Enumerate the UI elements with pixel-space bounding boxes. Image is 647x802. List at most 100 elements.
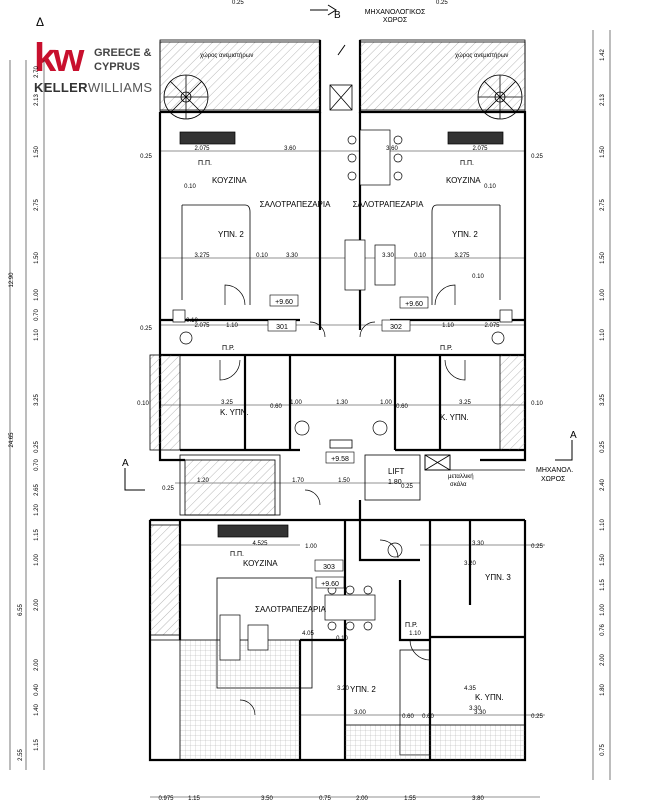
section-a-left-marker: A [122, 458, 129, 469]
dim-inner-12: 0.10 [414, 253, 426, 259]
dim-left-16: 2.00 [34, 659, 40, 671]
dim-inner-2: 3.60 [386, 146, 398, 152]
dim-inner-37: 3.30 [472, 541, 484, 547]
metal-stair-label-2: σκάλα [450, 481, 467, 488]
dim-left-2: 1.50 [34, 146, 40, 158]
dim-inner-17: 2.075 [194, 323, 210, 329]
dim-bottom-1: 0.975 [158, 796, 174, 802]
room-pr-301: Π.Ρ. [222, 345, 235, 352]
room-pp-303: Π.Π. [230, 551, 244, 558]
dim-left-19: 1.15 [34, 739, 40, 751]
dim-right-3: 2.75 [600, 199, 606, 211]
dim-inner-7: 0.10 [484, 184, 496, 190]
unit-302: 302 [390, 324, 402, 331]
dim-left-1: 2.13 [34, 94, 40, 106]
dim-left-17: 0.40 [34, 684, 40, 696]
room-kitchen-302: ΚΟΥΖΙΝΑ [446, 176, 481, 185]
dim-right-1: 2.13 [600, 94, 606, 106]
dim-inner-14: 0.10 [472, 274, 484, 280]
section-a-right-marker: A [570, 430, 577, 441]
room-pr-303: Π.Ρ. [405, 622, 418, 629]
brand-name: KELLERWILLIAMS [34, 80, 152, 95]
room-bedroom3-303: ΥΠΝ. 3 [485, 573, 511, 582]
dim-top-right: 0.25 [436, 0, 448, 6]
mech-room-label-2: ΧΩΡΟΣ [541, 476, 566, 483]
room-pr-302: Π.Ρ. [440, 345, 453, 352]
dim-inner-29: 0.10 [186, 318, 198, 324]
dim-inner-15: 1.10 [226, 323, 238, 329]
room-master-302: Κ. ΥΠΝ. [440, 413, 469, 422]
dim-inner-28: 0.10 [531, 401, 543, 407]
dim-inner-9: 0.10 [256, 253, 268, 259]
dim-left-15: 2.00 [34, 599, 40, 611]
room-living-302: ΣΑΛΟΤΡΑΠΕΖΑΡΙΑ [353, 200, 425, 209]
dim-inner-22: 0.60 [270, 404, 282, 410]
dim-top-left: 0.25 [232, 0, 244, 6]
dim-inner-38: 0.25 [531, 544, 543, 550]
dim-left-total-upper: 12.90 [9, 272, 15, 288]
dim-bottom-5: 2.00 [356, 796, 368, 802]
dim-inner-33: 1.50 [338, 478, 350, 484]
brand-logo: kw GREECE & CYPRUS KELLERWILLIAMS [34, 38, 156, 98]
dim-inner-30: 0.25 [162, 486, 174, 492]
dim-inner-39: 3.20 [464, 561, 476, 567]
terrace-label-right: χώρος ανεμιστήρων [455, 52, 508, 59]
dim-left-8: 3.25 [34, 394, 40, 406]
dim-right-5: 1.00 [600, 289, 606, 301]
brand-region-line2: CYPRUS [94, 61, 140, 73]
dim-right-7: 3.25 [600, 394, 606, 406]
dim-right-8: 0.25 [600, 441, 606, 453]
mech-room-label-1: ΜΗΧΑΝΟΛ. [536, 467, 573, 474]
dim-bottom-3: 3.50 [261, 796, 273, 802]
dim-inner-26: 0.60 [396, 404, 408, 410]
dim-inner-4: 0.25 [140, 154, 152, 160]
dim-inner-5: 0.25 [531, 154, 543, 160]
dim-inner-44: 3.20 [337, 686, 349, 692]
dim-right-10: 1.10 [600, 519, 606, 531]
shaft-top-label-1: ΜΗΧΑΝΟΛΟΓΙΚΟΣ [365, 9, 426, 16]
dim-inner-43: 0.10 [336, 636, 348, 642]
dim-right-14: 0.76 [600, 624, 606, 636]
section-b-marker: B [334, 10, 341, 21]
dim-inner-18: 2.075 [484, 323, 500, 329]
dim-left-20: 6.55 [18, 604, 24, 616]
dim-inner-6: 0.10 [184, 184, 196, 190]
dim-right-11: 1.50 [600, 554, 606, 566]
dim-inner-8: 3.275 [194, 253, 210, 259]
dim-right-16: 1.80 [600, 684, 606, 696]
dim-inner-24: 1.30 [336, 400, 348, 406]
level-301: +9.60 [275, 299, 293, 306]
dim-right-15: 2.00 [600, 654, 606, 666]
dim-inner-49: 4.35 [464, 686, 476, 692]
shaft-top-label-2: ΧΩΡΟΣ [383, 17, 408, 24]
dim-bottom-7: 3.80 [472, 796, 484, 802]
dim-inner-19: 0.25 [140, 326, 152, 332]
unit-301: 301 [276, 324, 288, 331]
room-pp-302: Π.Π. [460, 160, 474, 167]
spiral-stairs [163, 74, 523, 120]
dim-inner-21: 3.25 [221, 400, 233, 406]
dim-bottom-4: 0.75 [319, 796, 331, 802]
dim-inner-13: 3.275 [454, 253, 470, 259]
brand-name-bold: KELLER [34, 80, 88, 95]
dim-inner-27: 3.25 [459, 400, 471, 406]
room-pp-301: Π.Π. [198, 160, 212, 167]
dim-right-12: 1.15 [600, 579, 606, 591]
furniture [172, 129, 513, 661]
dims-right: 1.422.131.502.751.501.001.103.250.252.40… [600, 49, 606, 756]
dim-left-9: 0.25 [34, 441, 40, 453]
lift-dimension: 1.80 [388, 479, 402, 486]
brand-region: GREECE & CYPRUS [94, 46, 151, 74]
dim-left-13: 1.15 [34, 529, 40, 541]
dim-inner-48: 3.30 [474, 710, 486, 716]
dim-left-11: 2.65 [34, 484, 40, 496]
dims-left: 2.702.131.502.751.501.000.701.103.250.25… [18, 66, 40, 761]
level-303: +9.60 [321, 581, 339, 588]
dim-left-6: 0.70 [34, 309, 40, 321]
dim-left-0: 2.70 [34, 66, 40, 78]
dim-inner-42: 1.10 [409, 631, 421, 637]
dim-inner-11: 3.30 [382, 253, 394, 259]
dim-left-total-overall: 24.65 [9, 432, 15, 448]
dim-left-21: 2.55 [18, 749, 24, 761]
